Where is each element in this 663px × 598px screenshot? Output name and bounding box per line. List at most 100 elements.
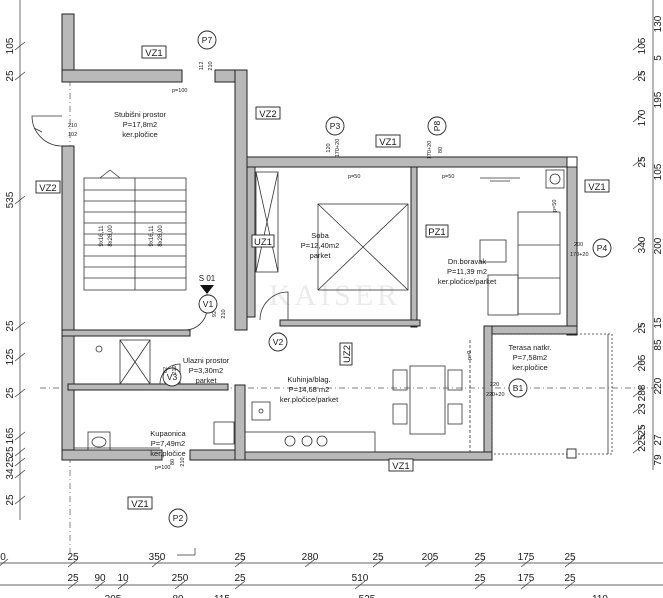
svg-text:170+20: 170+20 — [570, 252, 589, 258]
parapet-heights: p=100 p=50 p=50 p=50 p=0 p=100 — [155, 88, 558, 471]
dim-label: 25 — [5, 456, 16, 468]
svg-text:parket: parket — [310, 251, 332, 260]
dim-label: 125 — [5, 348, 16, 365]
svg-text:210: 210 — [172, 365, 178, 374]
wall-tag: UZ1 — [251, 234, 275, 248]
dim-label: 25 — [474, 552, 486, 563]
dim-label: 510 — [352, 573, 369, 584]
svg-text:V3: V3 — [167, 372, 178, 382]
svg-text:Kuhinja/blag.: Kuhinja/blag. — [287, 375, 330, 384]
svg-text:VZ1: VZ1 — [131, 499, 148, 510]
svg-text:Terasa natkr.: Terasa natkr. — [509, 343, 552, 352]
svg-text:ker.pločice: ker.pločice — [512, 363, 547, 372]
dim-label: 25 — [5, 387, 16, 399]
stair-label: 9x16,11 — [149, 225, 155, 247]
svg-text:B1: B1 — [513, 383, 524, 393]
room-label-soba: Soba P=12,40m2 parket — [301, 231, 340, 260]
svg-text:ker.pločice: ker.pločice — [150, 449, 185, 458]
dim-label: 195 — [653, 91, 663, 108]
dim-label: 105 — [5, 37, 16, 54]
dim-label: 25 — [474, 573, 486, 584]
svg-text:Ulazni prostor: Ulazni prostor — [183, 356, 230, 365]
column — [566, 156, 578, 168]
kitchen-counter — [244, 401, 376, 453]
dim-label: 130 — [653, 15, 663, 32]
svg-text:102: 102 — [68, 132, 77, 138]
room-label-boravak: Dn.boravak P=11,39 m2 ker.pločice/parket — [438, 257, 497, 286]
dim-label: 535 — [5, 191, 16, 208]
sofa — [479, 211, 561, 316]
wall-tag: VZ1 — [127, 496, 153, 510]
wall-tag: VZ1 — [141, 45, 167, 59]
room-label-terasa: Terasa natkr. P=7,58m2 ker.pločice — [509, 343, 552, 372]
dim-label: 25 — [637, 424, 648, 436]
dim-label: 205 — [105, 594, 122, 598]
svg-text:Soba: Soba — [311, 231, 329, 240]
dim-label: 79 — [653, 454, 663, 466]
dim-label: 0 — [0, 552, 6, 563]
dim-label: 25 — [67, 573, 79, 584]
opening-marker: P2 — [168, 508, 188, 528]
tv-unit — [480, 169, 565, 189]
svg-text:80: 80 — [170, 459, 176, 465]
dim-label: 340 — [637, 236, 648, 253]
dim-label: 115 — [214, 594, 230, 598]
svg-text:VZ2: VZ2 — [39, 183, 56, 194]
svg-text:VZ1: VZ1 — [392, 461, 409, 472]
dim-label: 25 — [637, 156, 648, 168]
bed — [317, 203, 409, 291]
svg-text:92: 92 — [212, 311, 218, 317]
dim-label: 25 — [5, 494, 16, 506]
dim-label: 105 — [637, 37, 648, 54]
svg-text:Kupaonica: Kupaonica — [150, 429, 186, 438]
dim-label: 25 — [637, 434, 648, 446]
svg-text:Stubišni prostor: Stubišni prostor — [114, 110, 167, 119]
wall-tag: VZ1 — [388, 458, 414, 472]
dim-label: 10 — [117, 573, 129, 584]
svg-text:V2: V2 — [273, 337, 284, 347]
dim-label: 175 — [518, 552, 535, 563]
svg-text:82: 82 — [163, 367, 169, 373]
svg-text:220: 220 — [490, 382, 499, 388]
dim-label: 105 — [653, 163, 663, 180]
dim-label: 27 — [653, 434, 663, 446]
dim-label: 250 — [172, 573, 189, 584]
dim-label: 25 — [564, 573, 576, 584]
svg-text:120: 120 — [326, 143, 332, 152]
opening-marker: P8 — [427, 116, 447, 136]
wall-tag: PZ1 — [425, 224, 449, 238]
dim-label: 80 — [172, 594, 184, 598]
svg-text:P2: P2 — [173, 513, 184, 523]
opening-marker: P4 — [592, 238, 612, 258]
dim-label: 25 — [234, 573, 246, 584]
dim-label: 175 — [518, 573, 535, 584]
svg-text:p=0: p=0 — [467, 351, 473, 360]
svg-text:ker.pločice: ker.pločice — [122, 130, 157, 139]
svg-text:P8: P8 — [432, 121, 442, 132]
stair-label: 8x28,00 — [158, 225, 164, 247]
dim-label: 25 — [5, 446, 16, 458]
dim-label: 200 — [653, 237, 663, 254]
svg-text:UZ1: UZ1 — [254, 237, 272, 248]
svg-text:P=7,58m2: P=7,58m2 — [513, 353, 547, 362]
terrace-outline — [491, 333, 613, 455]
dim-label: 15 — [653, 317, 663, 329]
walls — [61, 13, 578, 461]
svg-text:Dn.boravak: Dn.boravak — [448, 257, 487, 266]
dim-label: 110 — [592, 594, 608, 598]
dim-label: 265 — [637, 354, 648, 371]
svg-text:P=11,39 m2: P=11,39 m2 — [447, 267, 487, 276]
room-label-ulaz: Ulazni prostor P=3,30m2 parket — [183, 356, 230, 385]
svg-text:VZ1: VZ1 — [588, 182, 605, 193]
svg-text:P3: P3 — [330, 121, 341, 131]
opening-sizes: 112 210 210 102 120 170+20 80 170+20 200… — [68, 61, 589, 466]
svg-text:VZ2: VZ2 — [259, 109, 276, 120]
bathroom-fixtures — [74, 339, 235, 451]
svg-text:170+20: 170+20 — [427, 141, 433, 160]
dim-label: 280 — [302, 552, 319, 563]
wall-tag: VZ1 — [375, 134, 401, 148]
dim-label: 25 — [372, 552, 384, 563]
dim-label: 535 — [359, 594, 376, 598]
opening-marker: P3 — [325, 116, 345, 136]
